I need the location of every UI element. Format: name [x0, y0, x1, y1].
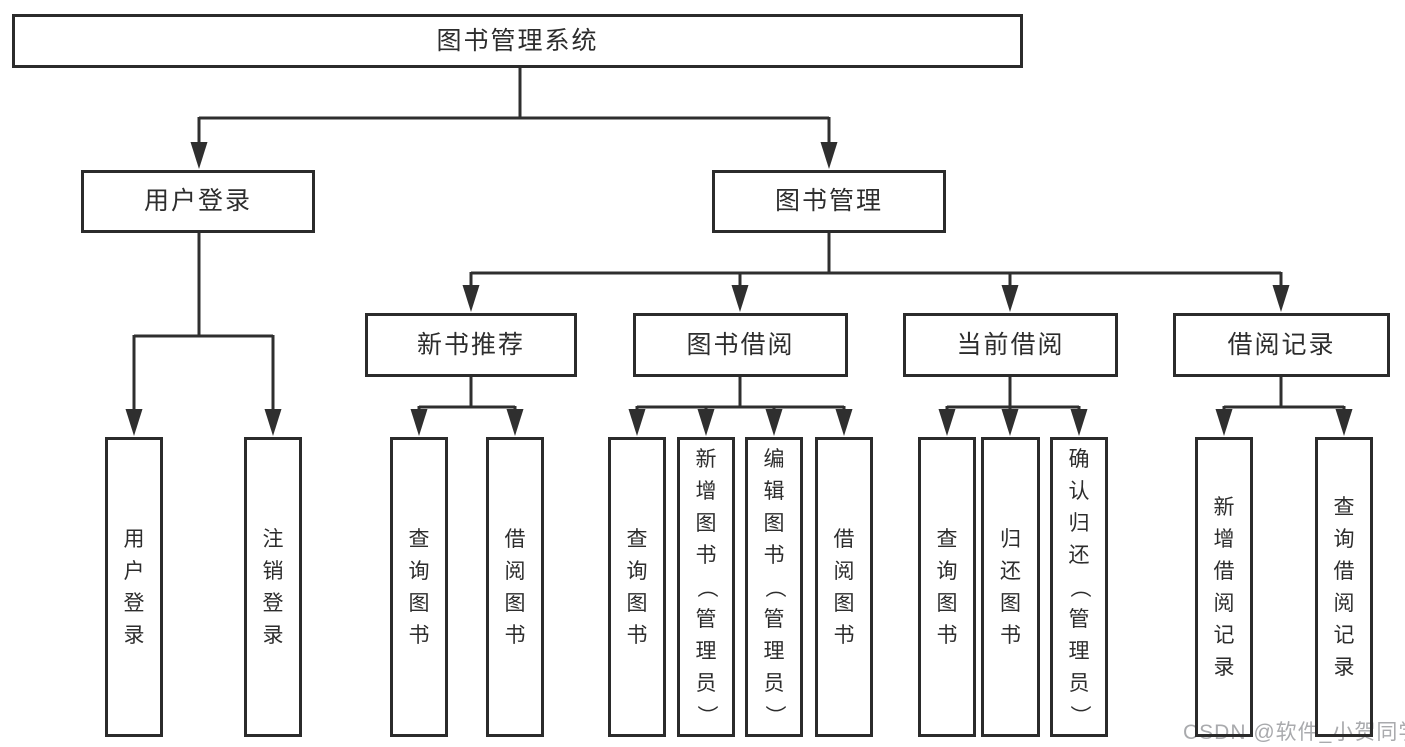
node-box-edit-books-admin: 编辑图书（管理员） — [745, 437, 803, 737]
node-box-user-login-module: 用户登录 — [81, 170, 315, 233]
arrowhead — [506, 409, 524, 436]
arrowhead — [628, 409, 646, 436]
node-label: 新书推荐 — [416, 330, 525, 359]
arrowhead — [1070, 409, 1088, 436]
arrowhead — [410, 409, 428, 436]
node-box-confirm-return-admin: 确认归还（管理员） — [1050, 437, 1108, 737]
node-box-query-books-current: 查询图书 — [918, 437, 976, 737]
node-label: 当前借阅 — [956, 330, 1065, 359]
node-label: 借阅记录 — [1227, 330, 1336, 359]
node-box-add-borrow-record: 新增借阅记录 — [1195, 437, 1253, 737]
arrowhead — [1335, 409, 1353, 436]
arrowhead — [820, 142, 838, 169]
csdn-watermark: CSDN @软件_小贺同学 — [1183, 721, 1405, 744]
arrowheads — [125, 142, 1353, 436]
node-box-borrowing-records: 借阅记录 — [1173, 313, 1390, 377]
node-box-current-borrowing: 当前借阅 — [903, 313, 1118, 377]
node-box-library-management-system: 图书管理系统 — [12, 14, 1023, 68]
node-box-add-books-admin: 新增图书（管理员） — [677, 437, 735, 737]
node-box-book-management-module: 图书管理 — [712, 170, 946, 233]
node-label: 图书管理系统 — [436, 26, 599, 55]
arrowhead — [125, 409, 143, 436]
node-label: 图书管理 — [774, 187, 883, 215]
arrowhead — [462, 285, 480, 312]
node-box-query-books-borrowing: 查询图书 — [608, 437, 666, 737]
node-box-user-login: 用户登录 — [105, 437, 163, 737]
arrowhead — [697, 409, 715, 436]
arrowhead — [731, 285, 749, 312]
arrowhead — [765, 409, 783, 436]
node-label: 用户登录 — [143, 187, 252, 215]
arrowhead — [1215, 409, 1233, 436]
node-box-new-book-recommendation: 新书推荐 — [365, 313, 577, 377]
node-box-borrow-books: 借阅图书 — [815, 437, 873, 737]
node-box-return-books: 归还图书 — [981, 437, 1040, 737]
arrowhead — [938, 409, 956, 436]
arrowhead — [190, 142, 208, 169]
arrowhead — [1001, 285, 1019, 312]
node-box-query-borrow-record: 查询借阅记录 — [1315, 437, 1373, 737]
node-box-logout: 注销登录 — [244, 437, 302, 737]
node-label: 图书借阅 — [686, 330, 795, 359]
node-box-query-books-recommend: 查询图书 — [390, 437, 448, 737]
node-box-book-borrowing: 图书借阅 — [633, 313, 848, 377]
arrowhead — [1272, 285, 1290, 312]
arrowhead — [264, 409, 282, 436]
arrowhead — [835, 409, 853, 436]
node-box-borrow-books-recommend: 借阅图书 — [486, 437, 544, 737]
arrowhead — [1001, 409, 1019, 436]
